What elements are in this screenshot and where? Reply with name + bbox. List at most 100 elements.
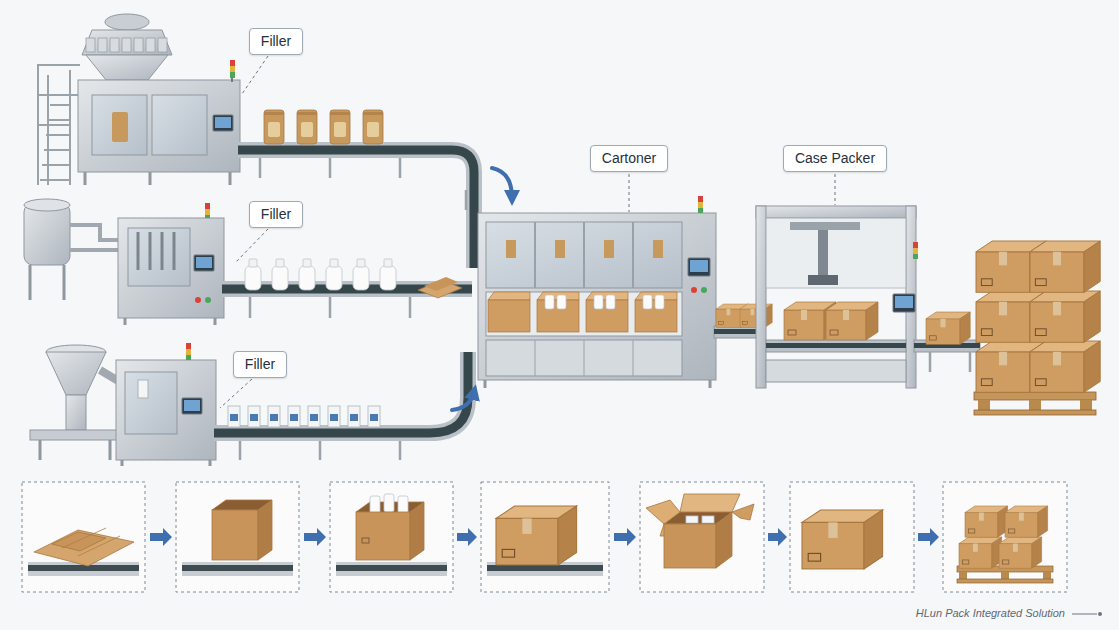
mini-pallet [1005, 506, 1048, 537]
weigher-filler [92, 95, 147, 155]
callout-label: Filler [249, 201, 303, 228]
process-frame [22, 482, 1067, 592]
carton-blank [34, 530, 134, 566]
filled-carton [410, 502, 424, 560]
leader-line [629, 174, 630, 212]
mini-pallet [965, 506, 1008, 537]
sachet-filler [125, 372, 177, 434]
weigher-filler [86, 38, 167, 52]
cartoner [691, 287, 697, 293]
callout-label: Filler [249, 28, 303, 55]
filled-carton [370, 496, 380, 514]
mini-pallet [999, 537, 1042, 568]
pouch [264, 110, 383, 144]
weigher-filler [213, 115, 233, 131]
flow-arrow [492, 168, 512, 198]
weigher-filler [38, 65, 80, 185]
leader-line [242, 56, 268, 94]
sachet-filler [66, 395, 86, 430]
process-frame [176, 482, 299, 592]
weigher-filler [86, 38, 95, 52]
filled-carton [384, 494, 394, 512]
conveyor [214, 352, 468, 433]
weigher-filler [105, 14, 149, 30]
cartoner [478, 213, 716, 380]
callout-label: Filler [233, 351, 287, 378]
filled-carton [356, 494, 424, 560]
pallet-stack [974, 392, 1096, 400]
liquid-filler [30, 265, 64, 300]
bottle [245, 259, 261, 290]
sachet-filler [46, 352, 106, 395]
weigher-filler [231, 78, 233, 82]
sachet [248, 406, 260, 427]
sachet-filler [30, 430, 120, 440]
case-packer [826, 302, 878, 340]
sachet [268, 406, 280, 427]
sachet [368, 406, 380, 427]
cartoner [594, 295, 603, 309]
mini-conveyor [336, 565, 447, 571]
flat-carton [424, 277, 458, 291]
conveyor [240, 158, 466, 460]
sachet-filler [186, 355, 191, 360]
weigher-filler [122, 38, 131, 52]
open-carton [258, 500, 272, 560]
pallet-stack [1030, 341, 1100, 392]
sachet [288, 406, 300, 427]
weigher-filler [230, 60, 235, 66]
conveyor [214, 150, 474, 460]
weigher-filler [38, 124, 70, 126]
step-arrow [768, 528, 787, 546]
sachet [348, 406, 360, 427]
flapped-carton [686, 516, 698, 523]
cartoner [688, 258, 710, 276]
cartoner [606, 295, 615, 309]
cartoner [486, 222, 682, 288]
case-packer [913, 242, 918, 248]
step-arrow [918, 528, 939, 546]
sachet [308, 406, 320, 427]
case-packer [895, 296, 913, 308]
pallet-stack [978, 400, 990, 410]
weigher-filler [40, 105, 70, 180]
caption-rule [1072, 614, 1097, 615]
weigher-filler [38, 94, 80, 96]
weigher-filler [86, 55, 168, 80]
cartoner [485, 380, 710, 388]
taped-carton [802, 510, 883, 569]
flat-carton [418, 277, 462, 298]
conveyor [240, 441, 400, 460]
cartoner [535, 340, 633, 376]
weigher-filler [146, 38, 155, 52]
weigher-filler [215, 117, 231, 128]
case-packer [766, 343, 906, 348]
case-packer [808, 275, 838, 285]
case-packer [766, 360, 906, 382]
liquid-filler [205, 297, 211, 303]
liquid-filler [125, 318, 215, 325]
weigher-filler [85, 172, 230, 185]
carton-blank [62, 528, 120, 556]
case-packer [756, 206, 916, 218]
cartoner [555, 240, 565, 258]
cartoner [698, 196, 703, 202]
mini-conveyor [28, 565, 139, 571]
case-packer [790, 222, 860, 230]
callout-label: Case Packer [783, 145, 887, 172]
sachet-filler [186, 343, 191, 349]
process-frame [943, 482, 1067, 592]
pouch [297, 110, 317, 144]
pallet-stack [1030, 241, 1100, 292]
bottle [245, 259, 396, 290]
caption-watermark: HLun Pack Integrated Solution [914, 607, 1067, 619]
weigher-filler [85, 172, 230, 185]
sachet-filler [40, 440, 110, 460]
carton-blank [34, 528, 134, 566]
flapped-carton [646, 500, 680, 524]
liquid-filler [24, 199, 70, 211]
flapped-carton [664, 524, 716, 568]
label-text: Cartoner [602, 150, 656, 167]
conveyor [926, 312, 970, 344]
